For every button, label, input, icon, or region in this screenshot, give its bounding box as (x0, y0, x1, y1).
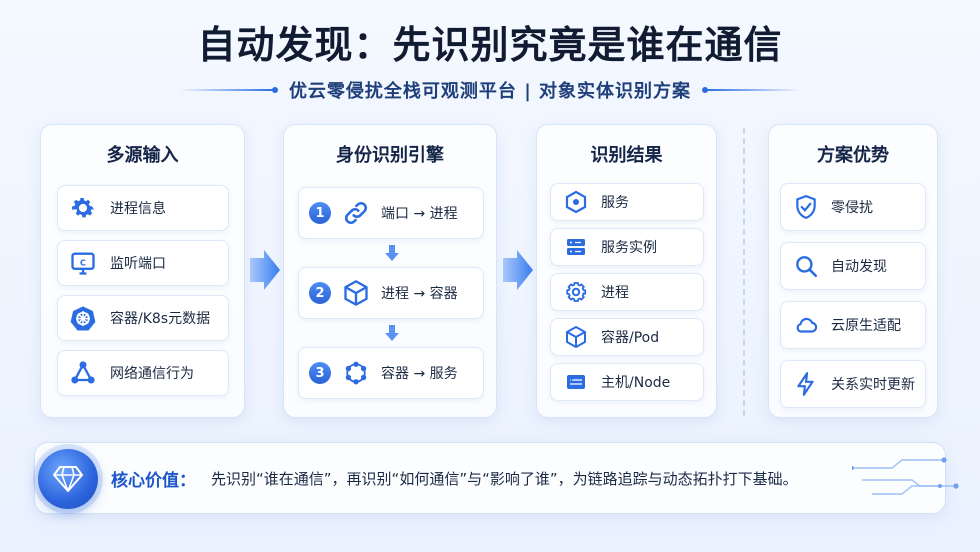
result-item-label: 服务 (601, 195, 629, 211)
kubernetes-icon (68, 303, 98, 333)
panel-results: 识别结果 服务 服务实例 进程 容器/Pod 主机/Node (536, 124, 717, 418)
engine-step-3: 3 容器 → 服务 (298, 347, 484, 399)
core-value-bar (34, 442, 946, 514)
step-number: 1 (309, 202, 331, 224)
advantage-item-label: 零侵扰 (831, 200, 873, 216)
svg-text:C: C (80, 257, 86, 267)
result-item-pod: 容器/Pod (550, 318, 704, 356)
panel-inputs: 多源输入 进程信息 C 监听端口 容器/K8s元数据 网络通信行为 (40, 124, 245, 418)
cloud-icon (791, 310, 821, 340)
result-item-label: 进程 (601, 285, 629, 301)
advantage-item-zero-intrusion: 零侵扰 (780, 183, 926, 231)
down-arrow-icon (385, 245, 399, 261)
subtitle-decoration-left (178, 87, 278, 93)
engine-step-1: 1 端口 → 进程 (298, 187, 484, 239)
result-item-service: 服务 (550, 183, 704, 221)
cube-icon (561, 322, 591, 352)
input-item-label: 容器/K8s元数据 (110, 311, 211, 327)
network-nodes-icon (68, 358, 98, 388)
gear-icon (561, 277, 591, 307)
result-item-label: 容器/Pod (601, 330, 660, 346)
input-item-port: C 监听端口 (57, 240, 229, 286)
lightning-icon (791, 369, 821, 399)
advantage-item-cloud-native: 云原生适配 (780, 301, 926, 349)
input-item-label: 进程信息 (110, 201, 166, 217)
advantage-item-label: 云原生适配 (831, 318, 901, 334)
link-icon (341, 198, 371, 228)
flow-arrow-icon (503, 250, 533, 290)
service-ring-icon (341, 358, 371, 388)
engine-step-2: 2 进程 → 容器 (298, 267, 484, 319)
panel-advantages: 方案优势 零侵扰 自动发现 云原生适配 关系实时更新 (768, 124, 938, 418)
input-item-process: 进程信息 (57, 185, 229, 231)
advantage-item-label: 自动发现 (831, 259, 887, 275)
circuit-decoration-icon (852, 457, 959, 495)
panel-results-title: 识别结果 (590, 145, 663, 166)
down-arrow-icon (385, 325, 399, 341)
input-item-k8s: 容器/K8s元数据 (57, 295, 229, 341)
engine-step-label: 容器 → 服务 (381, 366, 458, 382)
panel-engine-title: 身份识别引擎 (336, 145, 444, 166)
engine-step-label: 端口 → 进程 (381, 206, 458, 222)
cube-icon (341, 278, 371, 308)
input-item-network: 网络通信行为 (57, 350, 229, 396)
input-item-label: 监听端口 (110, 256, 166, 272)
input-item-label: 网络通信行为 (110, 366, 194, 382)
subtitle-decoration-right (702, 87, 802, 93)
panel-separator (743, 128, 745, 416)
advantage-item-realtime: 关系实时更新 (780, 360, 926, 408)
advantage-item-label: 关系实时更新 (831, 377, 915, 393)
result-item-label: 服务实例 (601, 240, 657, 256)
step-number: 3 (309, 362, 331, 384)
shield-check-icon (791, 192, 821, 222)
subtitle-row: 优云零侵扰全栈可观测平台 | 对象实体识别方案 (0, 76, 980, 104)
gear-icon (68, 193, 98, 223)
advantage-item-auto-discovery: 自动发现 (780, 242, 926, 290)
result-item-host: 主机/Node (550, 363, 704, 401)
search-icon (791, 251, 821, 281)
result-item-instance: 服务实例 (550, 228, 704, 266)
flow-arrow-icon (250, 250, 280, 290)
panel-inputs-title: 多源输入 (106, 145, 179, 166)
core-value-text: 先识别“谁在通信”，再识别“如何通信”与“影响了谁”，为链路追踪与动态拓扑打下基… (211, 470, 798, 488)
server-icon (561, 232, 591, 262)
core-value-label: 核心价值： (111, 471, 196, 491)
result-item-process: 进程 (550, 273, 704, 311)
monitor-port-icon: C (68, 248, 98, 278)
panel-engine: 身份识别引擎 1 端口 → 进程 2 进程 → 容器 3 容器 → 服务 (283, 124, 497, 418)
panel-advantages-title: 方案优势 (817, 145, 889, 166)
result-item-label: 主机/Node (601, 375, 671, 391)
page-subtitle: 优云零侵扰全栈可观测平台 | 对象实体识别方案 (288, 81, 692, 102)
hexagon-icon (561, 187, 591, 217)
host-icon (561, 367, 591, 397)
page-title: 自动发现：先识别究竟是谁在通信 (197, 23, 783, 67)
step-number: 2 (309, 282, 331, 304)
diamond-icon (38, 449, 98, 509)
engine-step-label: 进程 → 容器 (381, 286, 458, 302)
